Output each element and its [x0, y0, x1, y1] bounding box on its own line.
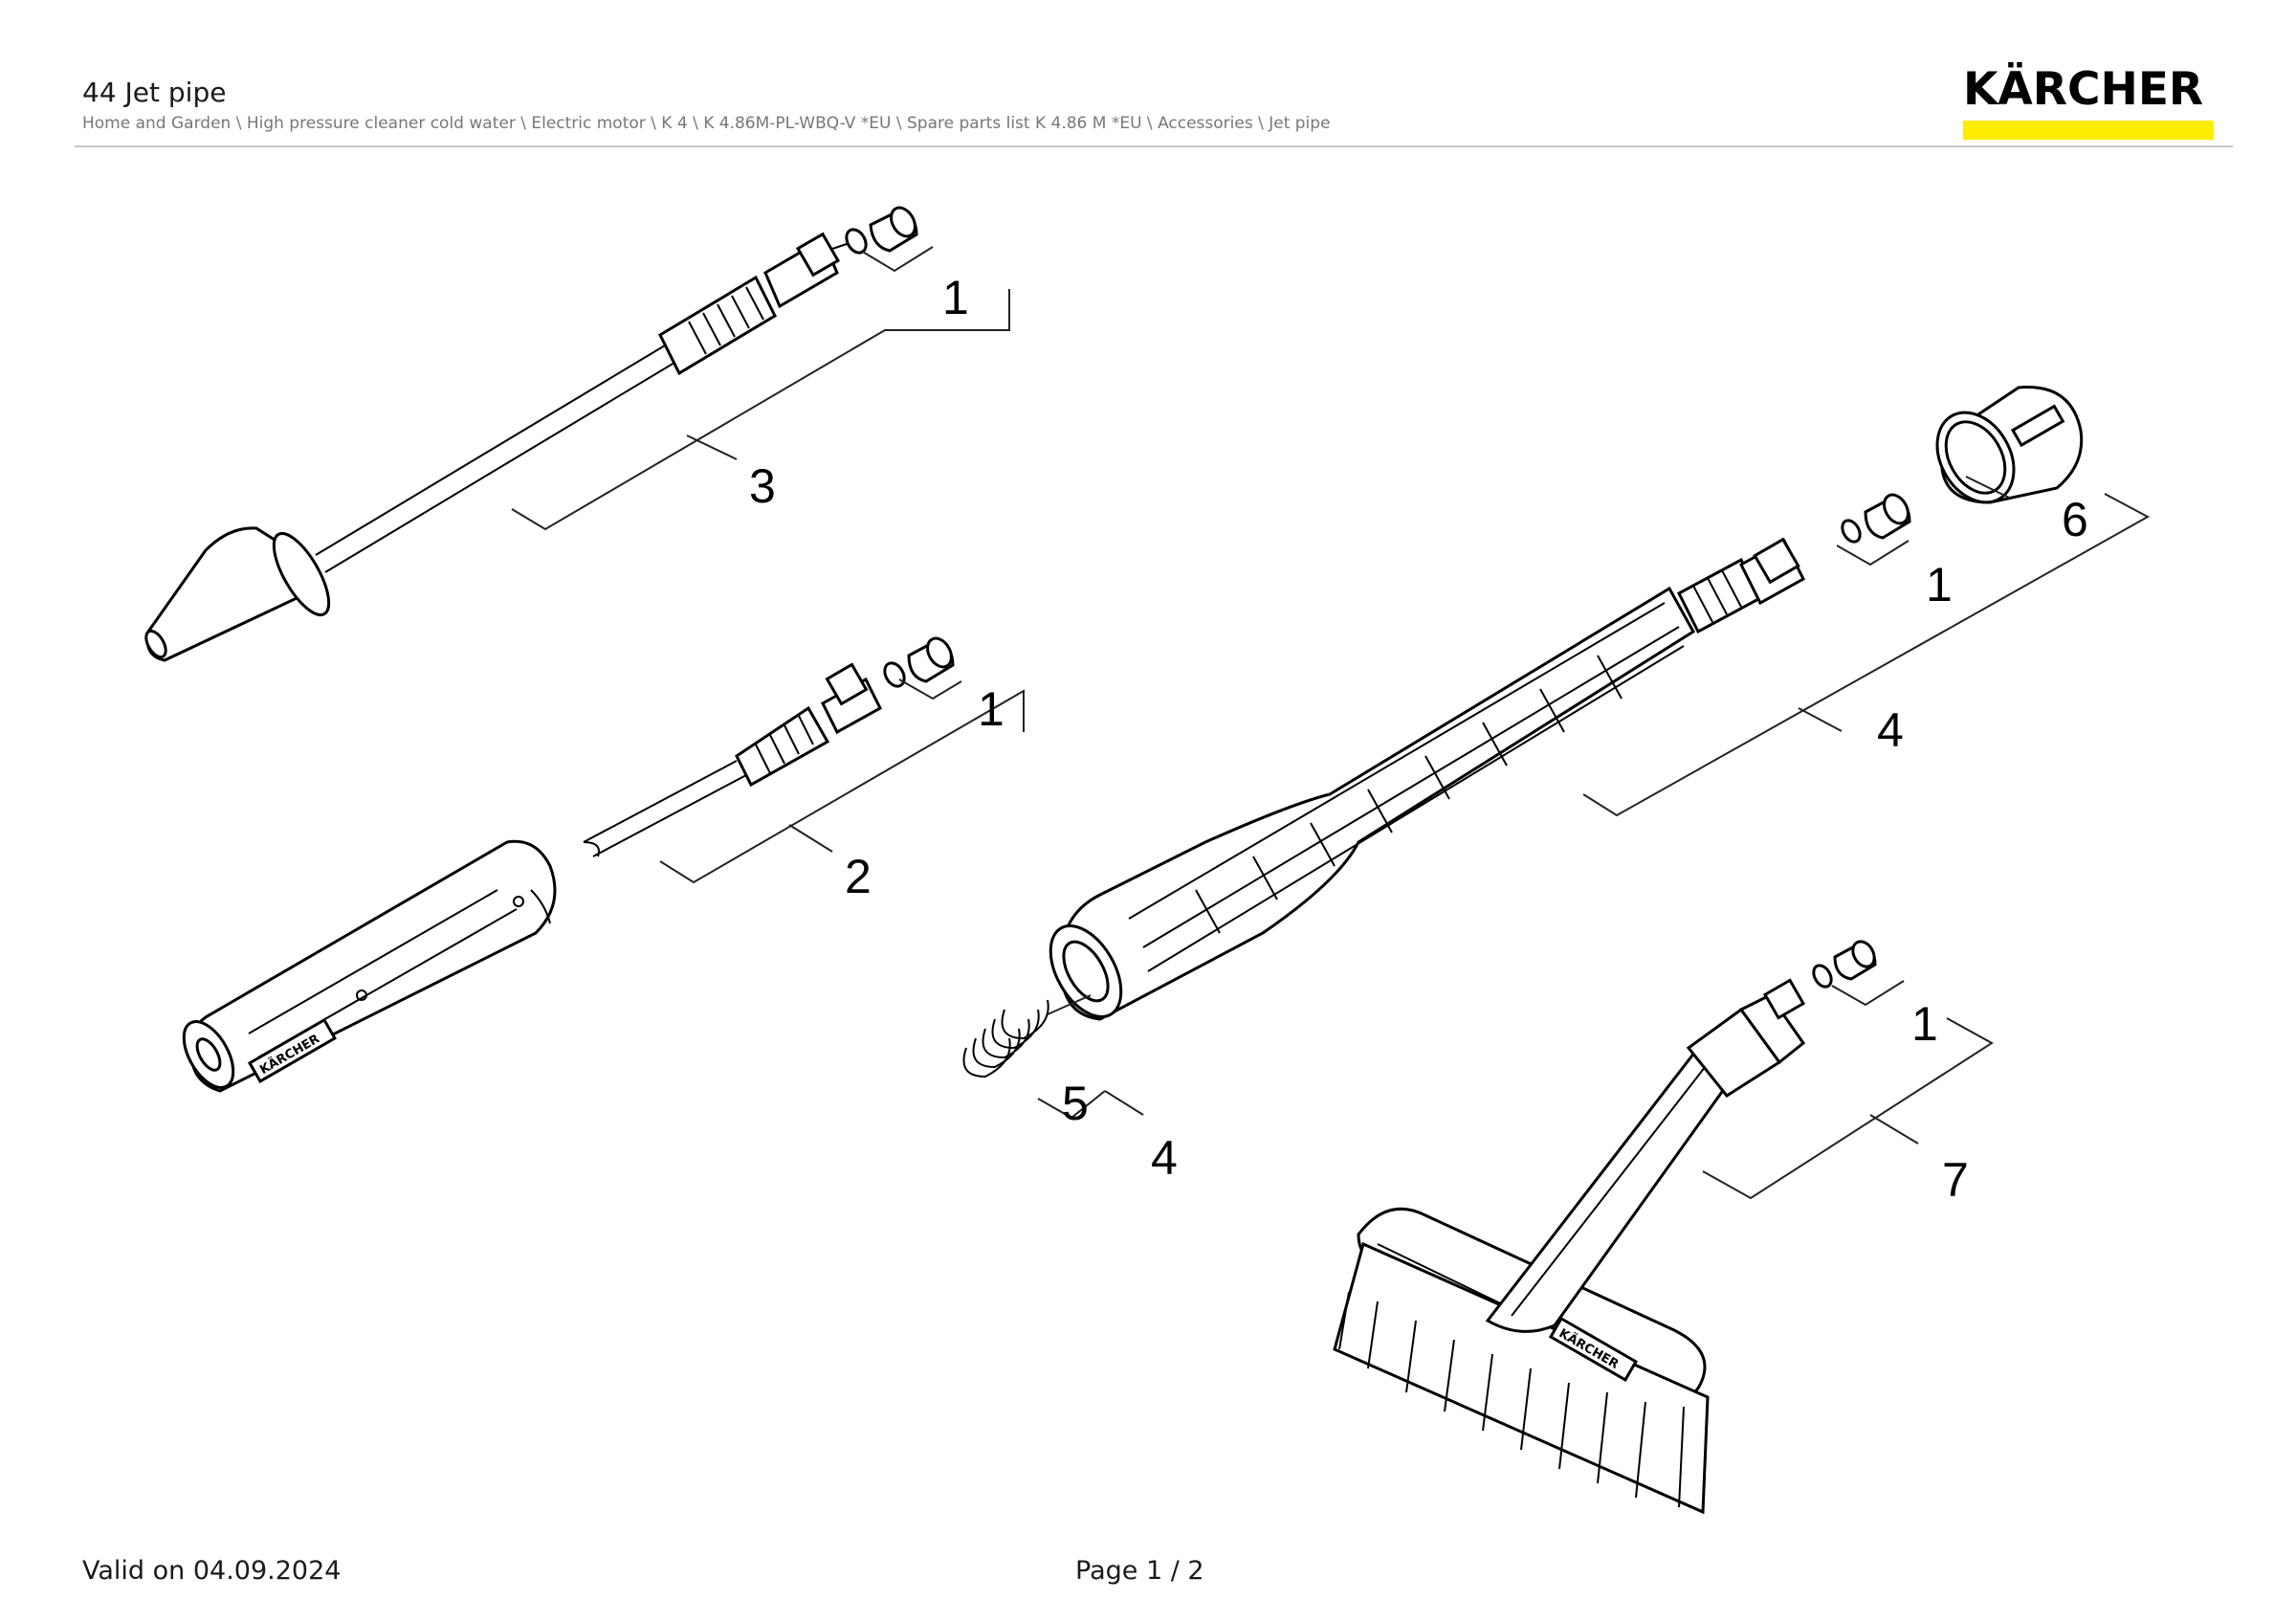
o-ring-and-nozzle-insert — [1841, 493, 1911, 544]
wash-brush-part-7: KÄRCHER — [1333, 940, 1877, 1515]
header-divider — [75, 145, 2233, 147]
callout-5: 5 — [1062, 1077, 1089, 1130]
callout-leaders — [511, 246, 2151, 1200]
spring-part-5 — [962, 994, 1092, 1078]
callout-7: 7 — [1942, 1153, 1969, 1207]
callout-1-brush: 1 — [1911, 997, 1938, 1051]
callout-1-lance: 1 — [942, 271, 969, 324]
page-title: 44 Jet pipe — [82, 77, 227, 108]
union-nut-part-6 — [1935, 386, 2084, 504]
callout-4-spring: 4 — [1151, 1131, 1178, 1185]
logo-yellow-bar — [1963, 121, 2214, 140]
ribbed-extension-part-4 — [1049, 537, 1805, 1021]
handle-lance-part-2: KÄRCHER — [182, 636, 955, 1093]
page-number: Page 1 / 2 — [1075, 1556, 1204, 1586]
valid-date: Valid on 04.09.2024 — [82, 1556, 342, 1586]
breadcrumb: Home and Garden \ High pressure cleaner … — [82, 114, 1331, 133]
callout-3: 3 — [749, 459, 776, 513]
logo-wordmark: KÄRCHER — [1963, 63, 2204, 116]
callout-6: 6 — [2062, 493, 2088, 546]
page-header: 44 Jet pipe Home and Garden \ High press… — [82, 77, 1331, 133]
karcher-logo: KÄRCHER — [1963, 65, 2216, 140]
callout-1-handle: 1 — [978, 682, 1004, 736]
callout-4-extension: 4 — [1877, 703, 1904, 757]
spray-lance-part-3 — [144, 206, 918, 662]
callout-numbers: 1 3 1 2 6 1 4 5 4 1 7 — [749, 271, 2088, 1207]
callout-1-extension: 1 — [1926, 558, 1953, 611]
callout-2: 2 — [845, 850, 872, 903]
